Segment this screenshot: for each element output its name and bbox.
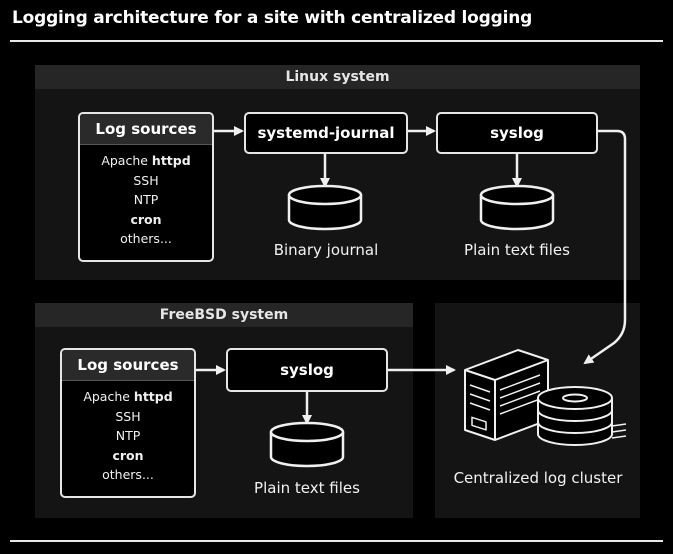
freebsd-syslog-box: syslog bbox=[226, 348, 388, 392]
cluster-label: Centralized log cluster bbox=[453, 469, 623, 487]
database-icon bbox=[287, 184, 363, 231]
server-cluster-icon bbox=[464, 349, 627, 446]
database-icon bbox=[269, 421, 345, 468]
freebsd-log-sources-title: Log sources bbox=[62, 350, 194, 381]
list-item: NTP bbox=[133, 192, 159, 207]
arrow-linux-syslog-to-cluster bbox=[583, 129, 627, 365]
freebsd-panel-header: FreeBSD system bbox=[35, 303, 413, 327]
list-item: Apache httpd bbox=[101, 153, 191, 168]
linux-log-sources: Log sources Apache httpd SSH NTP cron ot… bbox=[78, 112, 214, 262]
list-item: cron bbox=[130, 211, 162, 227]
diagram-title: Logging architecture for a site with cen… bbox=[12, 8, 533, 28]
binary-journal-label: Binary journal bbox=[273, 241, 379, 259]
list-item: Apache httpd bbox=[83, 389, 173, 404]
list-item: cron bbox=[112, 447, 144, 463]
linux-log-sources-title: Log sources bbox=[80, 114, 212, 145]
list-item: NTP bbox=[115, 428, 141, 443]
systemd-journal-box: systemd-journal bbox=[244, 112, 408, 154]
freebsd-plain-text-label: Plain text files bbox=[254, 479, 360, 497]
freebsd-log-sources-list: Apache httpd SSH NTP cron others... bbox=[62, 381, 194, 485]
freebsd-log-sources: Log sources Apache httpd SSH NTP cron ot… bbox=[60, 348, 196, 498]
list-item: others... bbox=[102, 467, 154, 482]
top-rule bbox=[10, 40, 663, 42]
database-icon bbox=[479, 184, 555, 231]
linux-panel-header: Linux system bbox=[35, 65, 640, 89]
linux-log-sources-list: Apache httpd SSH NTP cron others... bbox=[80, 145, 212, 249]
linux-plain-text-label: Plain text files bbox=[464, 241, 570, 259]
list-item: others... bbox=[120, 231, 172, 246]
list-item: SSH bbox=[115, 408, 141, 424]
linux-syslog-box: syslog bbox=[436, 112, 598, 154]
list-item: SSH bbox=[133, 172, 159, 188]
bottom-rule bbox=[10, 540, 663, 542]
